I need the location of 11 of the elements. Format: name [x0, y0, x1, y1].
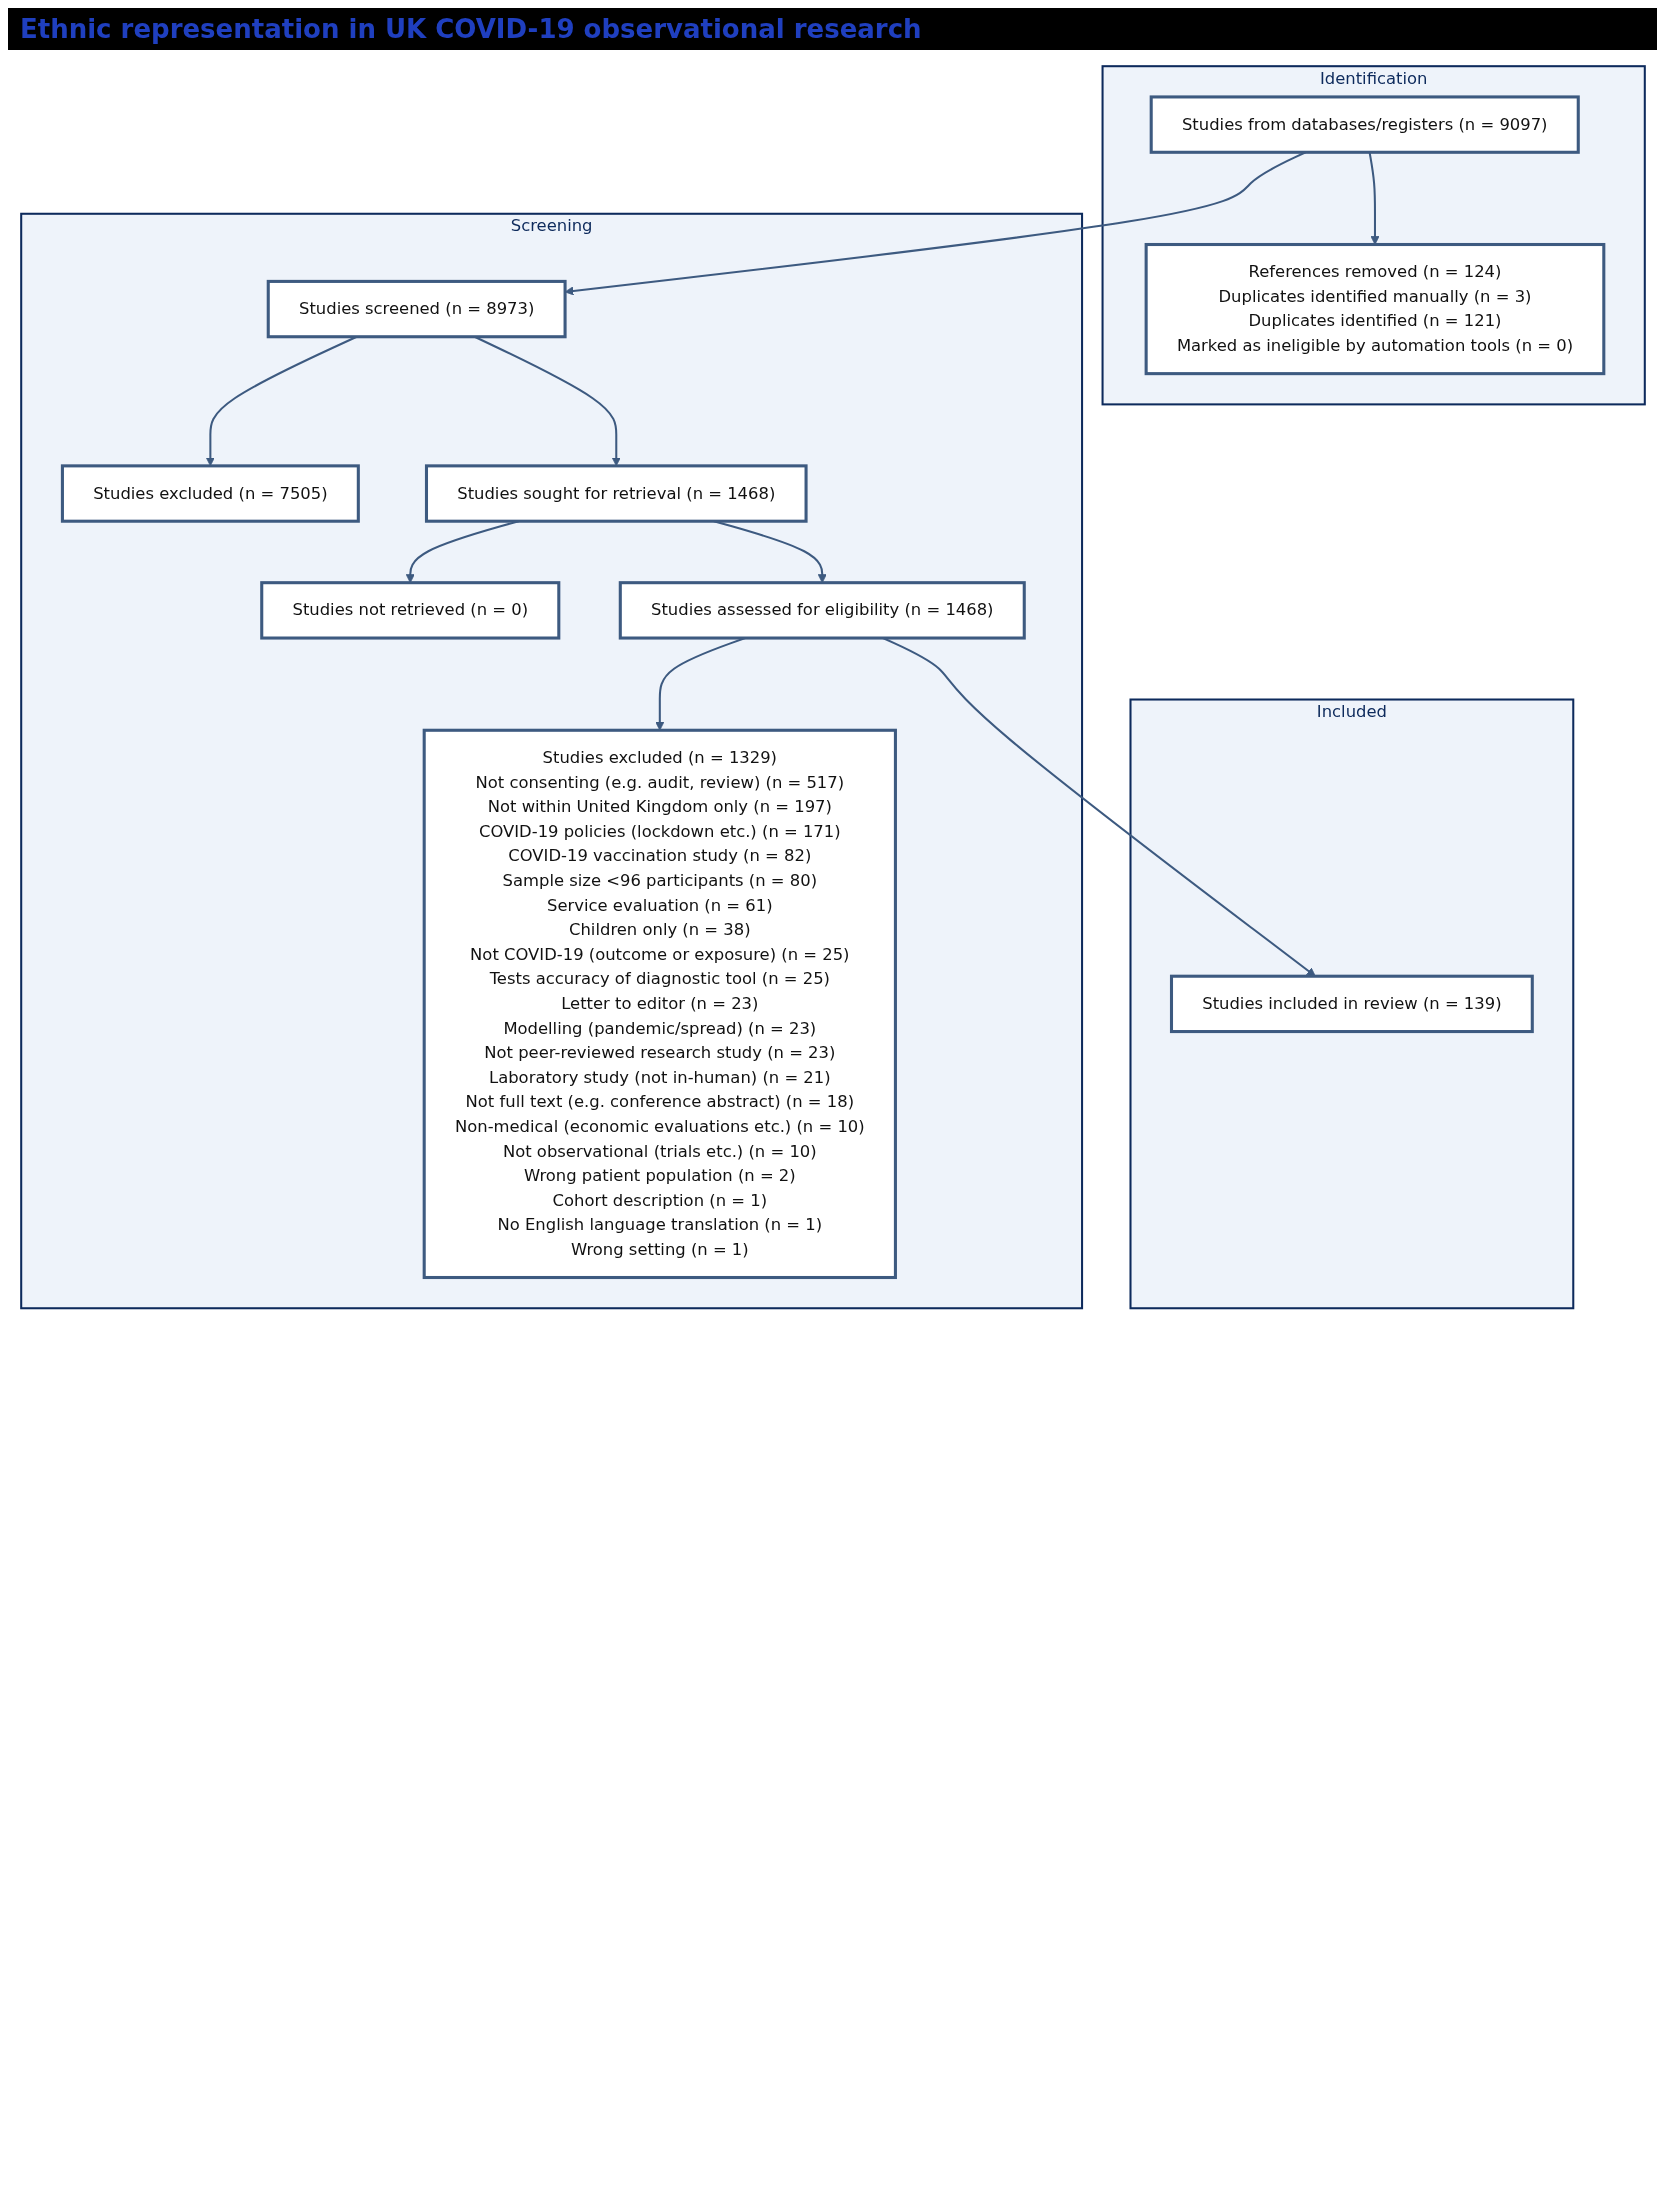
node-box: Studies not retrieved (n = 0) — [259, 581, 560, 640]
node-box: Studies assessed for eligibility (n = 1468) — [618, 581, 1026, 640]
arrow — [1368, 152, 1379, 245]
node-box: Studies sought for retrieval (n = 1468) — [424, 464, 808, 523]
node-box: Studies from databases/registers (n = 9097) — [1149, 95, 1580, 154]
node-box: Studies excluded (n = 7505) — [60, 464, 360, 523]
node-box: Studies screened (n = 8973) — [266, 279, 567, 339]
diagram-title: Ethnic representation in UK COVID-19 observational research — [8, 8, 1657, 50]
node-box: Studies excluded (n = 1329) Not consenting (e.g. audit, review) (n = 517) Not within United Kingdom only (n = 197) COVID-19 policies (lockdown etc.) (n = 171) COVID-19 vaccination study (n = 82) Sample size <96 participants (n = 80) Service evaluation (n = 61) Children only (n = 38) Not COVID-19 (outcome or exposure) (n = 25) Tests accuracy of diagnostic tool (n = 25) Letter to editor (n = 23) Modelling (pandemic/spread) (n = 23) Not peer-reviewed research study (n = 23) Laboratory study (not in-human) (n = 21) Not full text (e.g. conference abstract) (n = 18) Non-medical (economic evaluations etc.) (n = 10) Not observational (trials etc.) (n = 10) Wrong patient population (n = 2) Cohort description (n = 1) No English language translation (n = 1) Wrong setting (n = 1) — [422, 728, 897, 1280]
node-box: Studies included in review (n = 139) — [1169, 974, 1534, 1034]
node-box: References removed (n = 124) Duplicates identified manually (n = 3) Duplicates identified (n = 121) Marked as ineligible by automation tools (n = 0) — [1144, 242, 1605, 376]
